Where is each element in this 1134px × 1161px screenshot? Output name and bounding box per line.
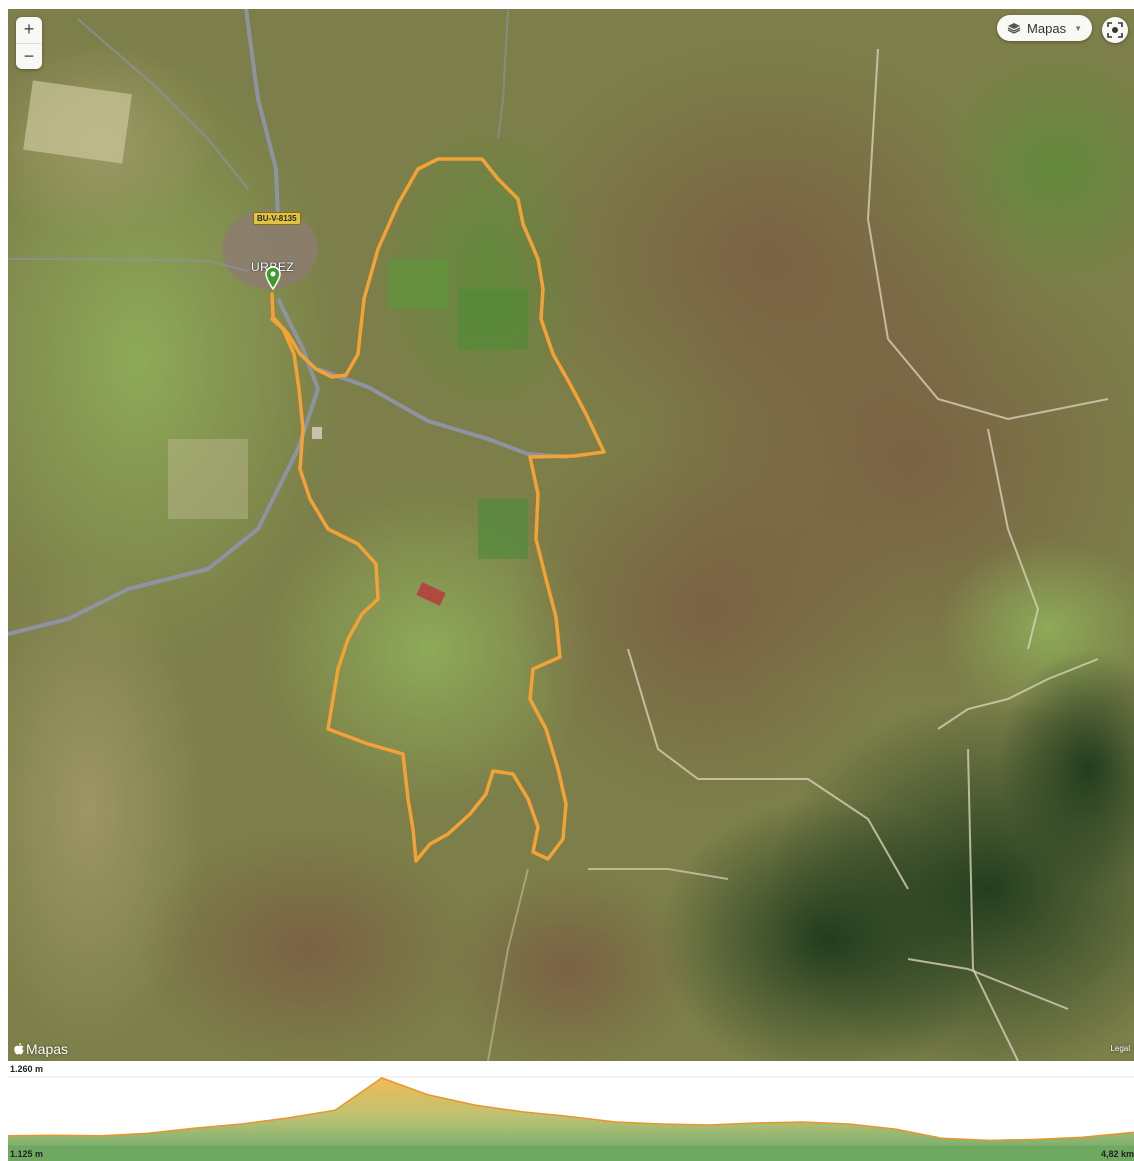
zoom-in-button[interactable]: +	[23, 19, 35, 39]
road-shield: BU-V-8135	[253, 212, 301, 225]
elevation-base-band	[8, 1146, 1134, 1161]
route-track	[270, 157, 606, 863]
satellite-imagery	[8, 9, 1134, 1061]
map-brand: Mapas	[14, 1041, 68, 1057]
brand-label: Mapas	[26, 1041, 69, 1057]
start-marker-icon[interactable]	[265, 266, 281, 290]
elevation-area	[8, 1078, 1134, 1146]
elevation-profile-chart[interactable]	[8, 1064, 1134, 1161]
elevation-max-label: 1.260 m	[10, 1064, 44, 1074]
zoom-divider	[16, 43, 42, 44]
map-view[interactable]: BU-V-8135 URBEZ + − Mapas ▼ Mapas Legal	[8, 9, 1134, 1061]
legal-link[interactable]: Legal	[1110, 1044, 1130, 1053]
elevation-min-label: 1.125 m	[10, 1149, 44, 1159]
locate-button[interactable]	[1102, 17, 1128, 43]
zoom-out-button[interactable]: −	[23, 46, 35, 66]
layers-icon	[1007, 23, 1021, 34]
map-type-button[interactable]: Mapas ▼	[997, 15, 1092, 41]
apple-logo-icon	[14, 1043, 24, 1055]
locate-icon	[1107, 22, 1123, 38]
zoom-control: + −	[16, 17, 42, 69]
elevation-line	[8, 1077, 1134, 1142]
map-type-label: Mapas	[1027, 20, 1067, 36]
chevron-down-icon: ▼	[1074, 23, 1082, 33]
distance-total-label: 4,82 km	[1100, 1149, 1134, 1159]
